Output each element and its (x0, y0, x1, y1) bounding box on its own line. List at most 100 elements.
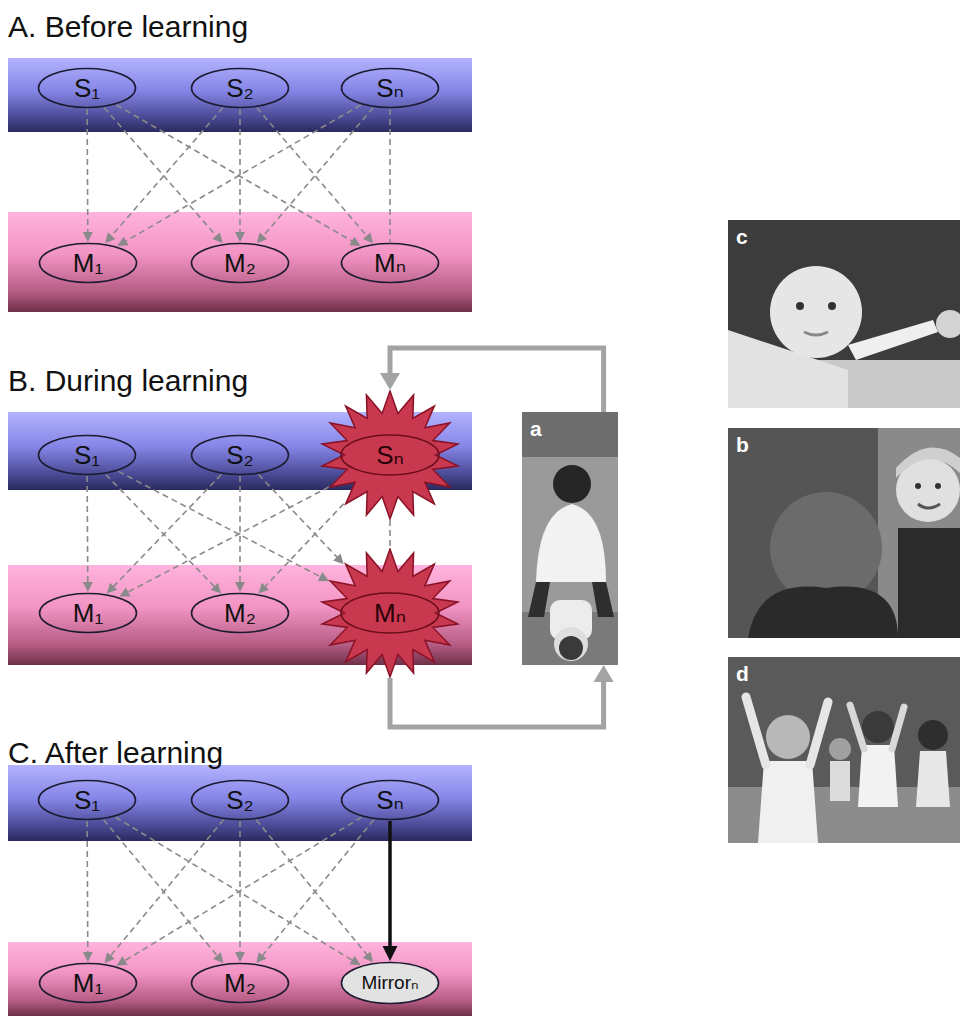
connector-line (123, 817, 361, 961)
drawing-part (848, 320, 938, 360)
ellipse-outline (192, 69, 289, 108)
arrowhead (105, 232, 115, 243)
drawing-part (935, 483, 941, 489)
arrowhead (349, 956, 360, 965)
ellipse-outline (342, 781, 439, 820)
connector (383, 821, 398, 961)
panel-title: B. During learning (8, 364, 248, 397)
ellipse-node: S₁ (37, 67, 137, 109)
node-label: Sₙ (376, 786, 404, 815)
connector-line (239, 476, 241, 584)
connector-line (390, 678, 604, 727)
drawing-part (536, 504, 606, 582)
ellipse-outline (39, 436, 136, 475)
drawing-part (522, 412, 618, 665)
drawing-part (728, 220, 960, 408)
connector (118, 471, 329, 581)
ellipse-outline (192, 964, 289, 1003)
ellipse-node: Sₙ (340, 779, 440, 821)
ellipse-outline (40, 594, 137, 633)
connector (104, 108, 223, 244)
connector (83, 476, 93, 592)
ellipse-outline (192, 244, 289, 283)
ellipse-outline (192, 781, 289, 820)
ellipse-outline (342, 963, 439, 1004)
connector-line (390, 348, 604, 412)
connector-line (86, 821, 88, 954)
drawing-part (858, 745, 898, 807)
drawing-part (896, 448, 960, 478)
connector-line (259, 475, 339, 559)
arrowhead (333, 554, 344, 565)
arrowhead (235, 952, 245, 962)
drawing-part (892, 707, 904, 749)
panel-letter: a (530, 417, 610, 440)
arrowhead (83, 952, 93, 962)
drawing-part (559, 636, 583, 660)
node-label: S₁ (74, 786, 100, 815)
ellipse-node: M₁ (38, 242, 138, 284)
connector (116, 105, 360, 246)
photo-illustration (728, 657, 960, 843)
connector-line (261, 820, 373, 957)
ellipse-outline (39, 781, 136, 820)
arrowhead (594, 665, 614, 682)
ellipse-outline (39, 69, 136, 108)
ellipse-node: M₂ (190, 592, 290, 634)
drawing-part (770, 492, 882, 604)
drawing-part (728, 428, 960, 638)
drawing-part (770, 266, 862, 358)
ellipse-node: M₂ (190, 242, 290, 284)
node-label: Mₙ (374, 599, 406, 628)
arrowhead (363, 232, 373, 243)
arrowhead (380, 373, 400, 390)
drawing-part (918, 720, 948, 750)
activated-node: Sₙ (320, 390, 460, 520)
arrowhead (256, 952, 266, 963)
ellipse-outline (341, 593, 439, 633)
arrowhead (119, 588, 130, 597)
ellipse-node: M₂ (190, 962, 290, 1004)
arrowhead (105, 952, 115, 963)
connector (106, 475, 221, 594)
node-label: Sₙ (376, 441, 404, 470)
drawing-part (915, 483, 921, 489)
arrowhead (235, 232, 245, 242)
connector (257, 108, 373, 243)
node-label: M₁ (73, 969, 103, 998)
arrowhead (235, 582, 245, 592)
drawing-part (850, 705, 864, 749)
node-label: S₂ (226, 786, 253, 815)
connector (107, 475, 222, 594)
node-label: M₂ (224, 599, 256, 628)
connector (83, 109, 93, 242)
ellipse-outline (342, 69, 439, 108)
ellipse-node: S₁ (37, 779, 137, 821)
connector-line (86, 476, 88, 584)
photo-panel: c (728, 220, 960, 408)
drawing-part (766, 715, 810, 759)
node-label: M₂ (224, 969, 256, 998)
connector-line (86, 109, 88, 234)
connector-line (116, 105, 353, 242)
connector-line (116, 817, 354, 961)
connector-line (104, 820, 219, 957)
ellipse-node: Sₙ (340, 67, 440, 109)
ellipse-node: S₁ (37, 434, 137, 476)
drawing-part (829, 738, 851, 760)
ellipse-outline (341, 435, 439, 475)
connector-line (106, 475, 216, 588)
connector (259, 475, 344, 565)
drawing-part (898, 528, 960, 638)
arrowhead (83, 582, 93, 592)
connector (390, 109, 391, 242)
arrowhead (117, 956, 128, 965)
connector-line (124, 105, 360, 242)
drawing-part (728, 657, 960, 843)
connector (257, 108, 373, 243)
connector (390, 665, 614, 727)
connector-line (257, 108, 368, 237)
starburst (322, 391, 458, 519)
drawing-part (592, 582, 614, 617)
